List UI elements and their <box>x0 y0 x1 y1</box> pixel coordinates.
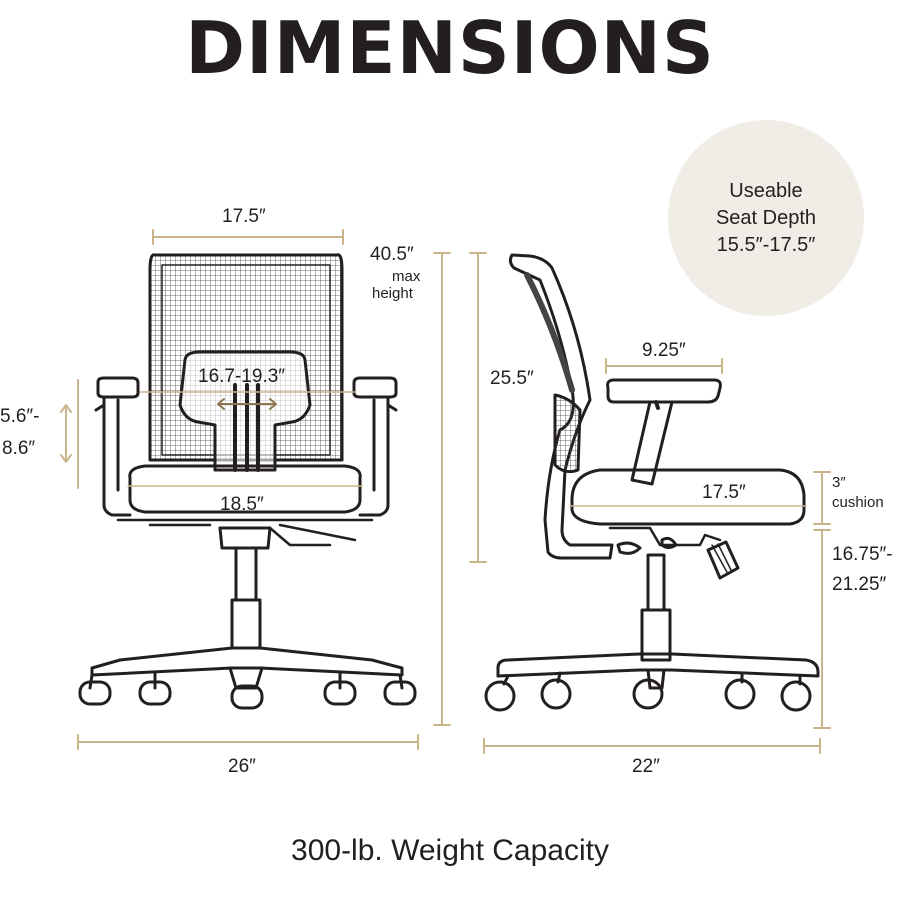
label-side-base-depth: 22″ <box>632 756 660 777</box>
side-seat <box>570 468 806 526</box>
seat-depth-line3: 15.5″-17.5″ <box>716 233 816 256</box>
front-base <box>90 646 404 677</box>
dim-side-cushion <box>813 471 831 525</box>
side-casters <box>484 671 812 712</box>
side-backrest <box>508 253 614 560</box>
label-side-seat-depth: 17.5″ <box>702 482 746 503</box>
dim-side-arm-depth <box>605 358 723 374</box>
front-casters <box>78 671 417 710</box>
label-side-seat-height-2: 21.25″ <box>832 574 887 595</box>
side-arm <box>606 378 722 404</box>
label-front-lumbar: 16.7-19.3″ <box>198 366 286 387</box>
front-right-arm <box>352 376 398 399</box>
front-left-arm <box>96 376 140 399</box>
page-title: DIMENSIONS <box>185 6 715 90</box>
seat-depth-line1: Useable <box>729 179 803 202</box>
side-base <box>496 652 820 678</box>
side-tension-knob <box>706 540 740 580</box>
label-front-arm-adjust-1: 5.6″- <box>0 406 40 427</box>
front-seat <box>128 464 362 514</box>
label-front-overall-height: 40.5″ <box>370 244 414 265</box>
seat-depth-line2: Seat Depth <box>715 206 817 229</box>
dim-front-lumbar <box>217 398 277 410</box>
side-cylinder <box>646 553 666 612</box>
side-chair <box>484 253 820 712</box>
label-front-back-width: 17.5″ <box>222 206 266 227</box>
front-chair <box>78 253 417 710</box>
front-cylinder <box>234 546 258 602</box>
dim-front-base-width <box>77 734 419 750</box>
label-front-arm-adjust-2: 8.6″ <box>2 438 36 459</box>
weight-capacity: 300-lb. Weight Capacity <box>291 834 609 867</box>
dim-side-base-depth <box>483 738 821 754</box>
label-side-cushion-1: 3″ <box>832 474 846 491</box>
dim-side-seat-height <box>813 529 831 729</box>
dim-side-back-height <box>469 252 487 563</box>
label-front-seat-width: 18.5″ <box>220 494 264 515</box>
label-side-cushion-2: cushion <box>832 494 884 511</box>
seat-depth-badge: Useable Seat Depth 15.5″-17.5″ <box>668 120 864 316</box>
label-side-arm-depth: 9.25″ <box>642 340 686 361</box>
dim-front-arm-adjust <box>60 379 79 489</box>
dim-front-overall-height <box>433 252 451 726</box>
dim-front-back-width <box>152 229 344 245</box>
label-side-back-height: 25.5″ <box>490 368 534 389</box>
label-side-seat-height-1: 16.75″- <box>832 544 893 565</box>
label-front-height-note1: max <box>392 268 421 285</box>
label-front-base-width: 26″ <box>228 756 256 777</box>
dimension-lines <box>60 229 831 754</box>
label-front-height-note2: height <box>372 285 413 302</box>
